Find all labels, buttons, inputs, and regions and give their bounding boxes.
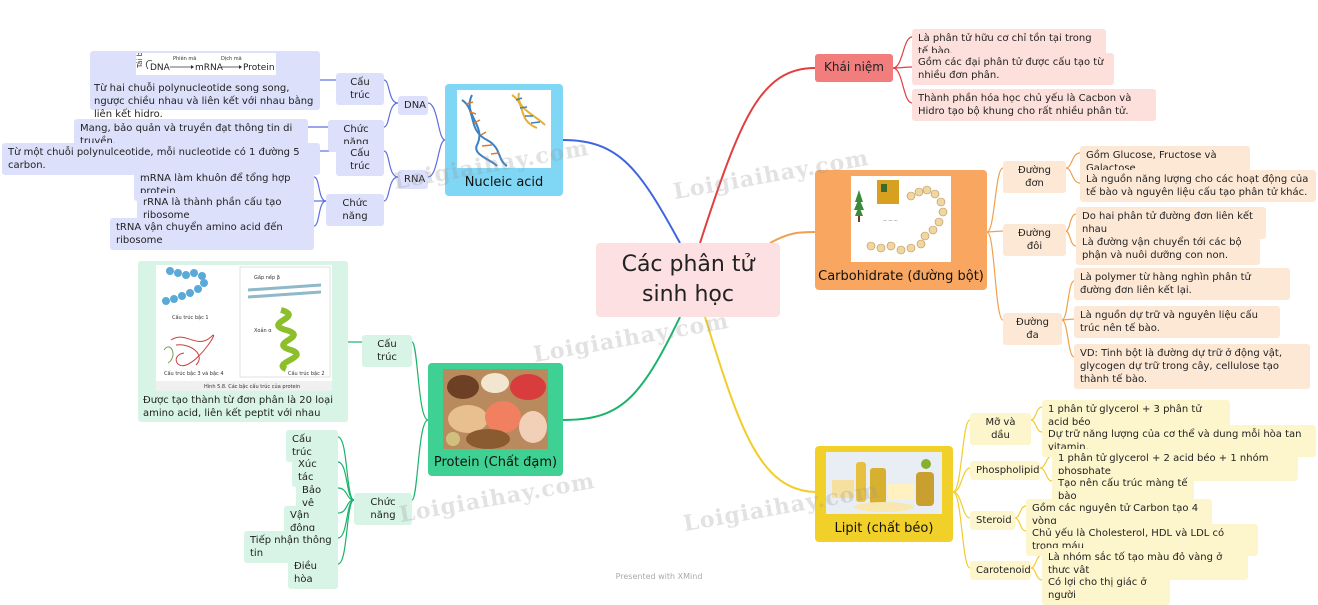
svg-text:Dịch mã: Dịch mã <box>221 56 242 62</box>
rna-function-item[interactable]: tRNA vận chuyển amino acid đến ribosome <box>110 218 314 250</box>
carbohydrate-image: — — — <box>851 176 951 262</box>
carb-group-item[interactable]: VD: Tinh bột là đường dự trữ ở động vật,… <box>1074 344 1310 389</box>
svg-text:Tái bản: Tái bản <box>136 53 144 69</box>
rna-label[interactable]: RNA <box>398 170 428 189</box>
svg-text:Cấu trúc bậc 3 và bậc 4: Cấu trúc bậc 3 và bậc 4 <box>164 370 224 377</box>
rna-function-label[interactable]: Chức năng <box>326 194 384 226</box>
carb-group-item[interactable]: Là đường vận chuyển tới các bộ phận và n… <box>1076 233 1260 265</box>
protein-structure-label[interactable]: Cấu trúc <box>362 335 412 367</box>
lipid-topic[interactable]: Lipit (chất béo) <box>815 446 953 542</box>
transcription-scheme: Tái bản DNA Phiên mã mRNA Dịch mã Protei… <box>136 53 276 75</box>
svg-text:Protein: Protein <box>243 63 275 73</box>
svg-text:Gấp nếp β: Gấp nếp β <box>254 274 280 281</box>
protein-structure-figure: Cấu trúc bậc 1 Gấp nếp β Xoắn α Cấu trúc… <box>156 265 332 391</box>
central-topic[interactable]: Các phân tử sinh học <box>596 243 780 317</box>
dna-label[interactable]: DNA <box>398 96 428 115</box>
protein-function-label[interactable]: Chức năng <box>354 493 412 525</box>
dna-structure-label[interactable]: Cấu trúc <box>336 73 384 105</box>
svg-text:Cấu trúc bậc 2: Cấu trúc bậc 2 <box>288 370 325 377</box>
dna-helix-image <box>457 90 551 168</box>
concept-topic[interactable]: Khái niệm <box>815 54 893 82</box>
svg-text:Xoắn α: Xoắn α <box>254 327 272 334</box>
carbohydrate-title: Carbohidrate (đường bột) <box>818 269 984 284</box>
lipid-group-label[interactable]: Steroid <box>970 511 1015 530</box>
lipid-group-label[interactable]: Mỡ và dầu <box>970 413 1031 445</box>
concept-item[interactable]: Gồm các đại phân tử được cấu tạo từ nhiề… <box>912 53 1114 85</box>
rna-structure-label[interactable]: Cấu trúc <box>336 144 384 176</box>
protein-structure-text: Được tạo thành từ đơn phân là 20 loại am… <box>143 395 334 419</box>
protein-function-item[interactable]: Điều hòa <box>288 557 338 589</box>
carb-group-label[interactable]: Đường đa <box>1003 313 1062 345</box>
nucleic-acid-topic[interactable]: Nucleic acid <box>445 84 563 196</box>
carb-group-label[interactable]: Đường đơn <box>1003 161 1066 193</box>
carb-group-item[interactable]: Là nguồn dự trữ và nguyên liệu cấu trúc … <box>1074 306 1280 338</box>
nucleic-acid-title: Nucleic acid <box>464 175 544 190</box>
protein-title: Protein (Chất đạm) <box>433 455 558 470</box>
carbohydrate-topic[interactable]: — — — Carbohidrate (đường bột) <box>815 170 987 290</box>
lipid-title: Lipit (chất béo) <box>834 521 934 536</box>
footer-credit: Presented with XMind <box>615 572 703 581</box>
svg-text:DNA: DNA <box>150 63 171 73</box>
lipid-image <box>826 452 942 514</box>
lipid-group-label[interactable]: Phospholipid <box>970 461 1040 480</box>
protein-topic[interactable]: Protein (Chất đạm) <box>428 363 563 476</box>
carb-group-label[interactable]: Đường đôi <box>1003 224 1066 256</box>
dna-structure-box[interactable]: Tái bản DNA Phiên mã mRNA Dịch mã Protei… <box>90 51 320 120</box>
dna-structure-text: Từ hai chuỗi polynucleotide song song, n… <box>94 83 314 120</box>
svg-text:— — —: — — — <box>883 218 898 223</box>
svg-text:mRNA: mRNA <box>195 63 224 73</box>
concept-item[interactable]: Thành phần hóa học chủ yếu là Cacbon và … <box>912 89 1156 121</box>
svg-text:Phiên mã: Phiên mã <box>173 55 196 62</box>
protein-food-image <box>443 369 548 449</box>
carb-group-item[interactable]: Là polymer từ hàng nghìn phân tử đường đ… <box>1074 268 1290 300</box>
lipid-group-label[interactable]: Carotenoid <box>970 561 1031 580</box>
carb-group-item[interactable]: Là nguồn năng lượng cho các hoạt động củ… <box>1080 170 1316 202</box>
svg-text:Hình 5.8. Các bậc cấu trúc của: Hình 5.8. Các bậc cấu trúc của protein <box>204 383 300 390</box>
svg-text:Cấu trúc bậc 1: Cấu trúc bậc 1 <box>172 314 209 321</box>
protein-structure-box[interactable]: Cấu trúc bậc 1 Gấp nếp β Xoắn α Cấu trúc… <box>138 261 348 422</box>
